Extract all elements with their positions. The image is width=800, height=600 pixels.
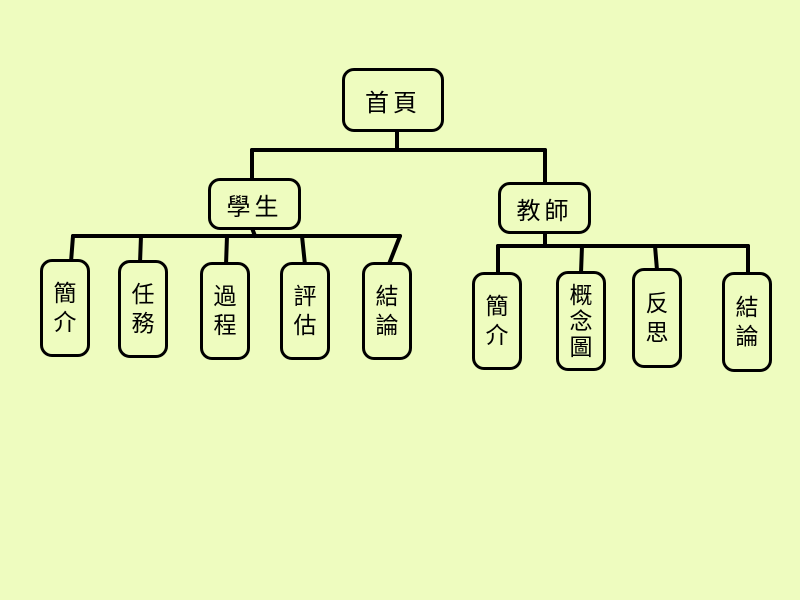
node-teacher-reflection[interactable]: 反 思: [632, 268, 682, 368]
node-label-line: 任: [131, 282, 155, 308]
node-student[interactable]: 學生: [208, 178, 301, 230]
node-label-line: 概: [569, 283, 593, 309]
node-label-line: 結: [375, 284, 399, 310]
node-home-label: 首頁: [365, 88, 421, 117]
node-label-line: 程: [213, 313, 237, 339]
node-label-line: 估: [293, 313, 317, 339]
node-home[interactable]: 首頁: [342, 68, 444, 132]
node-label-line: 圖: [569, 335, 593, 361]
node-student-label: 學生: [226, 192, 283, 221]
node-label-line: 過: [213, 284, 237, 310]
node-label-line: 反: [645, 291, 669, 317]
connector-s1: [69, 234, 75, 264]
node-label-line: 簡: [485, 294, 509, 320]
node-label-line: 評: [293, 284, 317, 310]
connector-t3: [653, 244, 659, 272]
connector-s3: [224, 234, 229, 267]
node-teacher-concept-map[interactable]: 概 念 圖: [556, 271, 606, 371]
node-student-evaluation[interactable]: 評 估: [280, 262, 330, 360]
node-student-task[interactable]: 任 務: [118, 260, 168, 358]
node-label-line: 結: [735, 295, 759, 321]
node-label-line: 論: [735, 324, 759, 350]
node-student-conclusion[interactable]: 結 論: [362, 262, 412, 360]
node-label-line: 思: [645, 320, 669, 346]
node-teacher[interactable]: 教師: [498, 182, 591, 234]
node-student-process[interactable]: 過 程: [200, 262, 250, 360]
node-teacher-label: 教師: [516, 196, 573, 225]
connector-s4: [300, 234, 307, 267]
node-label-line: 介: [53, 310, 77, 336]
node-student-intro[interactable]: 簡 介: [40, 259, 90, 357]
node-label-line: 務: [131, 311, 155, 337]
connector-t2: [579, 244, 584, 275]
node-teacher-intro[interactable]: 簡 介: [472, 272, 522, 370]
connector-s2: [138, 234, 143, 265]
node-label-line: 念: [569, 309, 593, 335]
node-teacher-conclusion[interactable]: 結 論: [722, 272, 772, 372]
node-label-line: 論: [375, 313, 399, 339]
node-label-line: 介: [485, 323, 509, 349]
connector-s5: [387, 234, 402, 266]
node-label-line: 簡: [53, 281, 77, 307]
